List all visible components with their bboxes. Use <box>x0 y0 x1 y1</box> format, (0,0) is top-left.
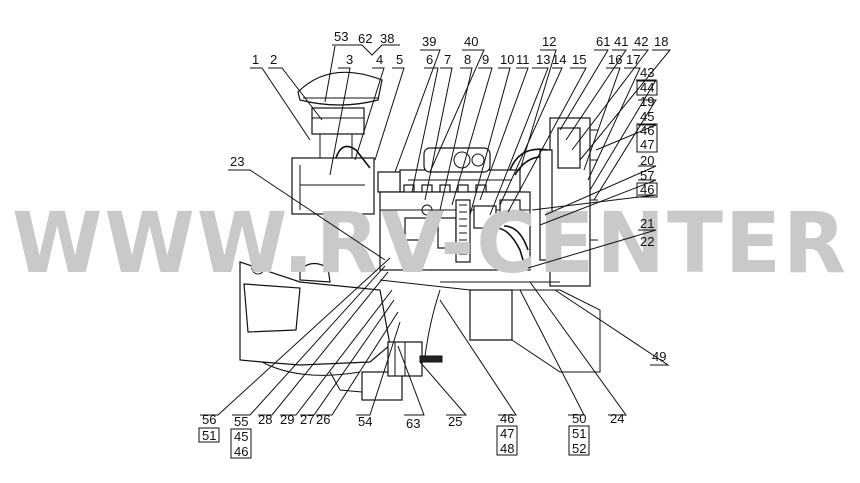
callout-18: 18 <box>654 34 668 49</box>
callout-29: 29 <box>280 412 294 427</box>
callout-54: 54 <box>358 414 372 429</box>
watermark-text: WWW.RV-CENTER <box>12 194 848 292</box>
callout-3: 3 <box>346 52 353 67</box>
callout-26: 26 <box>316 412 330 427</box>
callout-51-left: 51 <box>202 428 216 443</box>
callout-53: 53 <box>334 29 348 44</box>
callout-1: 1 <box>252 52 259 67</box>
callout-38: 38 <box>380 31 394 46</box>
callout-5: 5 <box>396 52 403 67</box>
callout-45-lower: 45 <box>234 429 248 444</box>
engine-drawing <box>239 71 601 401</box>
callout-43: 43 <box>640 65 654 80</box>
callout-21: 21 <box>640 216 654 231</box>
callout-47-bottom: 47 <box>500 426 514 441</box>
radiator <box>539 117 598 287</box>
callout-25: 25 <box>448 414 462 429</box>
callout-8: 8 <box>464 52 471 67</box>
callout-9: 9 <box>482 52 489 67</box>
callout-50: 50 <box>572 411 586 426</box>
callout-52: 52 <box>572 441 586 456</box>
callout-56: 56 <box>202 412 216 427</box>
callout-41: 41 <box>614 34 628 49</box>
callout-14: 14 <box>552 52 566 67</box>
callout-13: 13 <box>536 52 550 67</box>
callout-44: 44 <box>640 80 654 95</box>
callout-16: 16 <box>608 52 622 67</box>
callout-23: 23 <box>230 154 244 169</box>
leader-lines <box>200 44 672 416</box>
callout-12: 12 <box>542 34 556 49</box>
callout-6: 6 <box>426 52 433 67</box>
air-filter <box>297 71 383 160</box>
callout-11: 11 <box>516 52 530 67</box>
callout-51-bottom: 51 <box>572 426 586 441</box>
callout-48: 48 <box>500 441 514 456</box>
callout-27: 27 <box>300 412 314 427</box>
callout-47-upper: 47 <box>640 137 654 152</box>
callout-22: 22 <box>640 234 654 249</box>
callout-boxes <box>198 80 658 459</box>
callout-46-mid: 46 <box>640 182 654 197</box>
callout-63: 63 <box>406 416 420 431</box>
callout-20: 20 <box>640 153 654 168</box>
callout-39: 39 <box>422 34 436 49</box>
callout-55: 55 <box>234 414 248 429</box>
callout-2: 2 <box>270 52 277 67</box>
cylinder-head <box>377 147 521 200</box>
callout-4: 4 <box>376 52 383 67</box>
callout-61: 61 <box>596 34 610 49</box>
callout-10: 10 <box>500 52 514 67</box>
callout-17: 17 <box>626 52 640 67</box>
callout-28: 28 <box>258 412 272 427</box>
callout-62: 62 <box>358 31 372 46</box>
callout-46-bottom: 46 <box>500 411 514 426</box>
callout-45: 45 <box>640 109 654 124</box>
callout-24: 24 <box>610 411 624 426</box>
intake-housing <box>291 145 375 215</box>
callout-labels: 53 62 38 1 2 3 4 5 39 40 6 7 8 9 10 11 1… <box>202 29 668 459</box>
callout-15: 15 <box>572 52 586 67</box>
callout-57: 57 <box>640 168 654 183</box>
callout-7: 7 <box>444 52 451 67</box>
callout-40: 40 <box>464 34 478 49</box>
callout-49: 49 <box>652 349 666 364</box>
callout-19: 19 <box>640 94 654 109</box>
callout-46-upper: 46 <box>640 123 654 138</box>
callout-42: 42 <box>634 34 648 49</box>
base-frame <box>239 261 601 401</box>
callout-46-lower-left: 46 <box>234 444 248 459</box>
